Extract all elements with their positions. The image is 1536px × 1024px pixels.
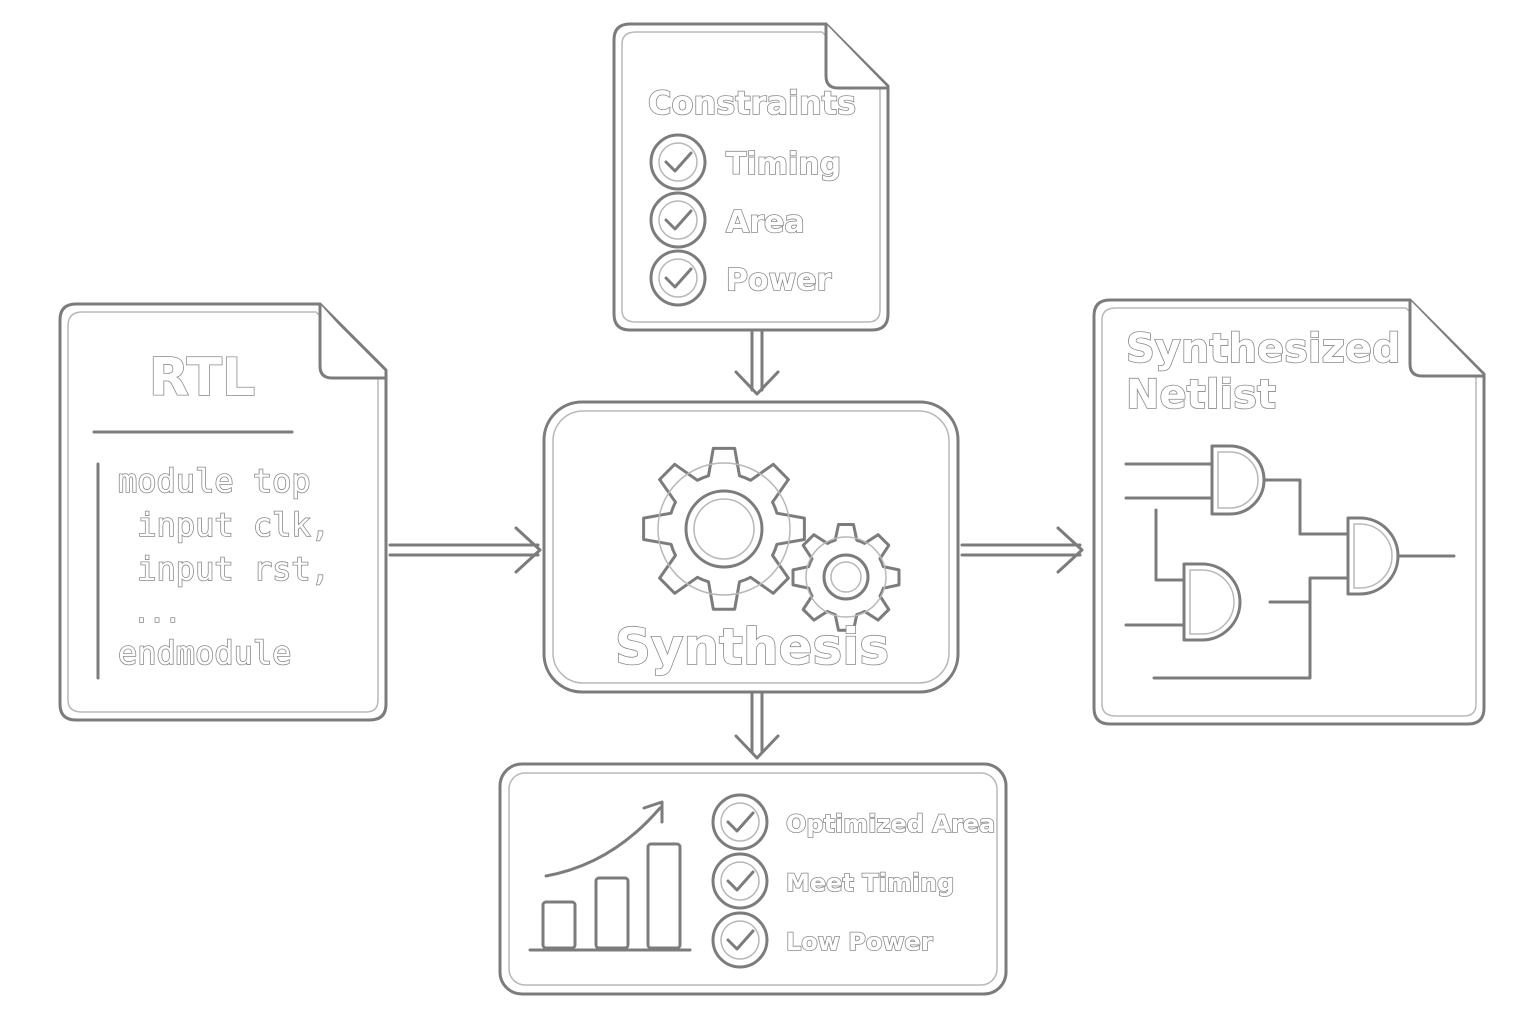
synthesis-box: Synthesis	[542, 400, 960, 694]
netlist-wires	[1124, 462, 1456, 680]
constraint-item-power: Power	[649, 249, 832, 307]
check-circle-icon	[711, 793, 769, 851]
constraint-item-timing: Timing	[649, 133, 842, 191]
constraint-label: Power	[726, 263, 832, 298]
rtl-code-line: module top	[118, 462, 311, 500]
arrow-constraints-to-synthesis	[734, 330, 780, 396]
and-gate-icon	[1182, 562, 1242, 642]
bar-chart-trend-icon	[528, 800, 692, 952]
rtl-page-fold	[318, 302, 388, 380]
gear-icon	[642, 446, 806, 611]
result-label: Optimized Area	[786, 810, 995, 838]
constraint-label: Timing	[726, 147, 841, 182]
netlist-title-line2: Netlist	[1126, 372, 1276, 418]
result-label: Meet Timing	[786, 869, 954, 897]
and-gate-icon	[1210, 444, 1266, 516]
result-label: Low Power	[786, 928, 933, 956]
constraints-document: Constraints Timing Area Power	[612, 22, 890, 332]
rtl-title: RTL	[149, 348, 255, 408]
netlist-page-fold	[1408, 298, 1486, 378]
check-circle-icon	[649, 249, 707, 307]
rtl-code-line: ...	[118, 599, 181, 629]
synthesis-title: Synthesis	[615, 618, 889, 676]
arrow-synthesis-to-results	[734, 692, 780, 760]
gear-icon	[791, 523, 901, 632]
netlist-title-line1: Synthesized	[1126, 326, 1401, 372]
constraints-title: Constraints	[648, 84, 856, 122]
arrow-synthesis-to-netlist	[960, 526, 1084, 574]
constraint-item-area: Area	[649, 191, 805, 249]
rtl-code-line: input clk,	[118, 506, 330, 544]
result-item-optimized-area: Optimized Area	[711, 793, 996, 851]
check-circle-icon	[649, 133, 707, 191]
rtl-code-line: endmodule	[118, 634, 291, 672]
constraints-page-fold	[824, 22, 890, 90]
arrow-rtl-to-synthesis	[388, 526, 542, 574]
rtl-code-line: input rst,	[118, 550, 330, 588]
results-box: Optimized Area Meet Timing Low Power	[498, 762, 1008, 996]
netlist-document: Synthesized Netlist	[1092, 298, 1486, 726]
check-circle-icon	[711, 852, 769, 910]
result-item-low-power: Low Power	[711, 911, 934, 969]
and-gate-icon	[1346, 516, 1400, 596]
check-circle-icon	[649, 191, 707, 249]
rtl-document: RTL module top input clk, input rst, ...…	[58, 302, 388, 722]
result-item-meet-timing: Meet Timing	[711, 852, 955, 910]
check-circle-icon	[711, 911, 769, 969]
constraint-label: Area	[726, 205, 805, 240]
